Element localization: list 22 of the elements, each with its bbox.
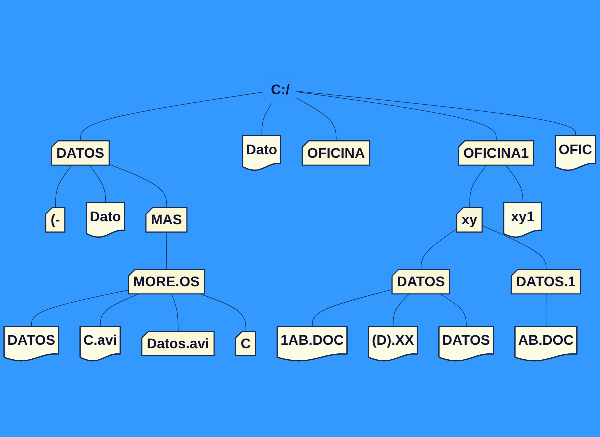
connector [482,226,547,270]
connector [31,290,130,328]
connector [262,103,272,137]
connector [312,290,393,328]
connector [55,165,72,208]
connector [393,294,410,328]
node-text: C:/ [271,81,290,98]
connector [200,294,246,332]
connector [296,98,337,142]
connector [109,164,168,208]
connector [296,91,576,137]
connector [470,165,488,208]
connector [506,165,524,204]
connector [440,294,467,328]
connector [100,294,139,328]
connector [296,92,497,142]
connector [166,232,168,270]
connector [546,294,547,328]
connector [172,294,179,332]
connector [80,92,265,142]
connector [421,228,458,270]
connector [90,165,106,204]
